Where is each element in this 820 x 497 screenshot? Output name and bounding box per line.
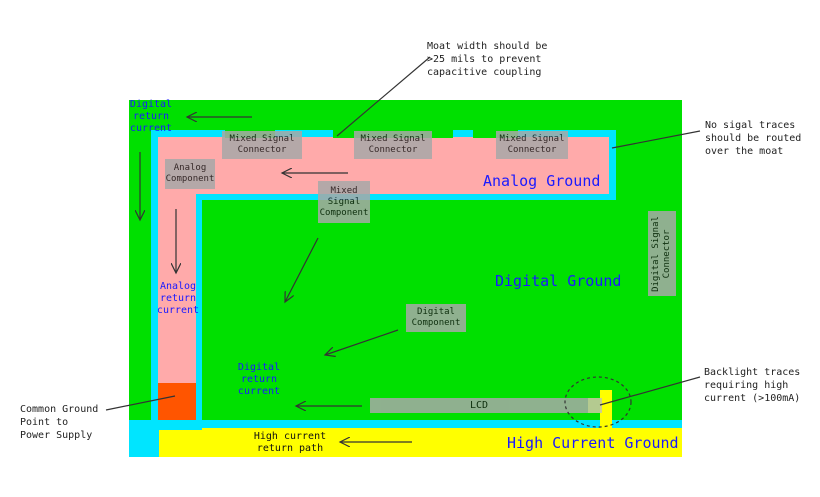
common-ground-point-note: Common Ground Point to Power Supply	[20, 404, 99, 441]
high-current-ground-notch	[600, 390, 612, 428]
mixed-signal-connector-2: Mixed Signal Connector	[354, 131, 432, 159]
moat-gap-3	[473, 130, 518, 138]
high-current-return-path-label: High current return path	[253, 431, 327, 454]
moat-width-leader	[336, 56, 431, 137]
digital-ground-label: Digital Ground	[495, 272, 622, 290]
no-signal-traces-note: No sigal traces should be routed over th…	[705, 120, 802, 157]
analog-return-current-label: Analog return current	[156, 281, 200, 316]
digital-component: Digital Component	[406, 304, 466, 332]
digital-return-arrow-to-left	[325, 329, 399, 355]
analog-component: Analog Component	[165, 159, 215, 189]
backlight-highlight-circle	[564, 376, 632, 428]
lcd: LCD	[370, 398, 588, 413]
mixed-signal-connector-3: Mixed Signal Connector	[496, 131, 568, 159]
common-ground-point	[158, 383, 196, 420]
lcd-backlight-pad	[588, 398, 602, 413]
mixed-signal-component: Mixed Signal Component	[318, 181, 370, 223]
backlight-traces-leader	[599, 376, 701, 406]
moat-width-note: Moat width should be >25 mils to prevent…	[427, 41, 548, 78]
digital-signal-connector: Digital Signal Connector	[648, 211, 676, 296]
high-current-ground-label: High Current Ground	[507, 434, 679, 452]
analog-ground-label: Analog Ground	[483, 172, 601, 190]
digital-return-current-mid-label: Digital return current	[237, 362, 281, 397]
no-signal-traces-leader	[611, 130, 701, 149]
digital-return-arrow-diagonal	[285, 237, 319, 302]
digital-return-current-top-label: Digital return current	[129, 99, 173, 134]
common-ground-point-leader	[105, 395, 176, 411]
high-current-ground-plane	[159, 428, 682, 457]
backlight-traces-note: Backlight traces requiring high current …	[704, 367, 801, 404]
mixed-signal-connector-1: Mixed Signal Connector	[222, 131, 302, 159]
